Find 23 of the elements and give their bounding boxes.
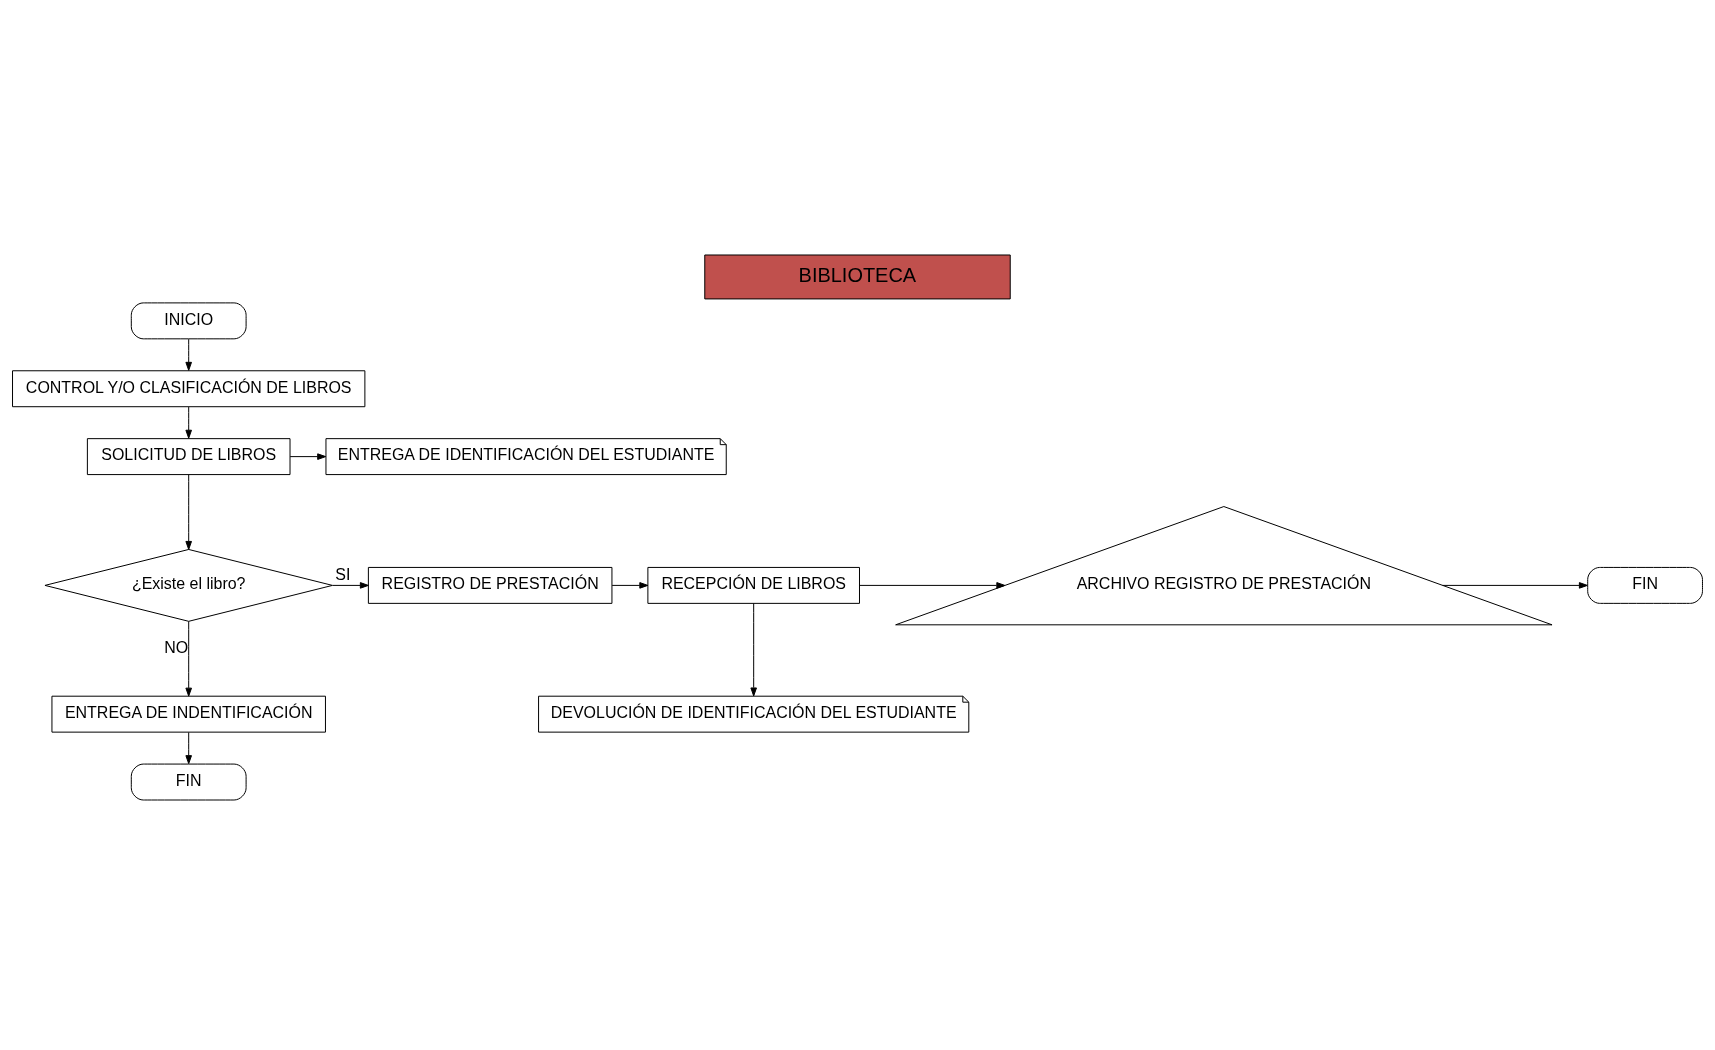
node-diamond: ¿Existe el libro? xyxy=(44,548,333,622)
arrow xyxy=(289,452,327,460)
arrow xyxy=(185,338,192,371)
node-box: ENTREGA DE INDENTIFICACIÓN xyxy=(51,695,326,733)
node-box: FIN xyxy=(130,763,247,800)
arrow xyxy=(750,602,757,696)
arrow xyxy=(185,731,192,764)
arrow xyxy=(332,581,369,589)
node-box: CONTROL Y/O CLASIFICACIÓN DE LIBROS xyxy=(12,369,366,407)
arrow xyxy=(611,581,649,589)
arrow xyxy=(185,473,192,550)
edge-label: NO xyxy=(164,638,189,656)
arrow xyxy=(185,620,192,697)
node-box: INICIO xyxy=(130,301,247,339)
node-box: FIN xyxy=(1587,566,1703,604)
arrow xyxy=(1442,581,1588,589)
node-box: REGISTRO DE PRESTACIÓN xyxy=(367,566,613,604)
arrow xyxy=(185,406,192,439)
edge-label: SI xyxy=(335,565,351,583)
node-box: SOLICITUD DE LIBROS xyxy=(86,437,291,475)
arrow xyxy=(859,581,1006,589)
node-box: RECEPCIÓN DE LIBROS xyxy=(647,566,860,604)
diagram-title: BIBLIOTECA xyxy=(798,263,917,286)
